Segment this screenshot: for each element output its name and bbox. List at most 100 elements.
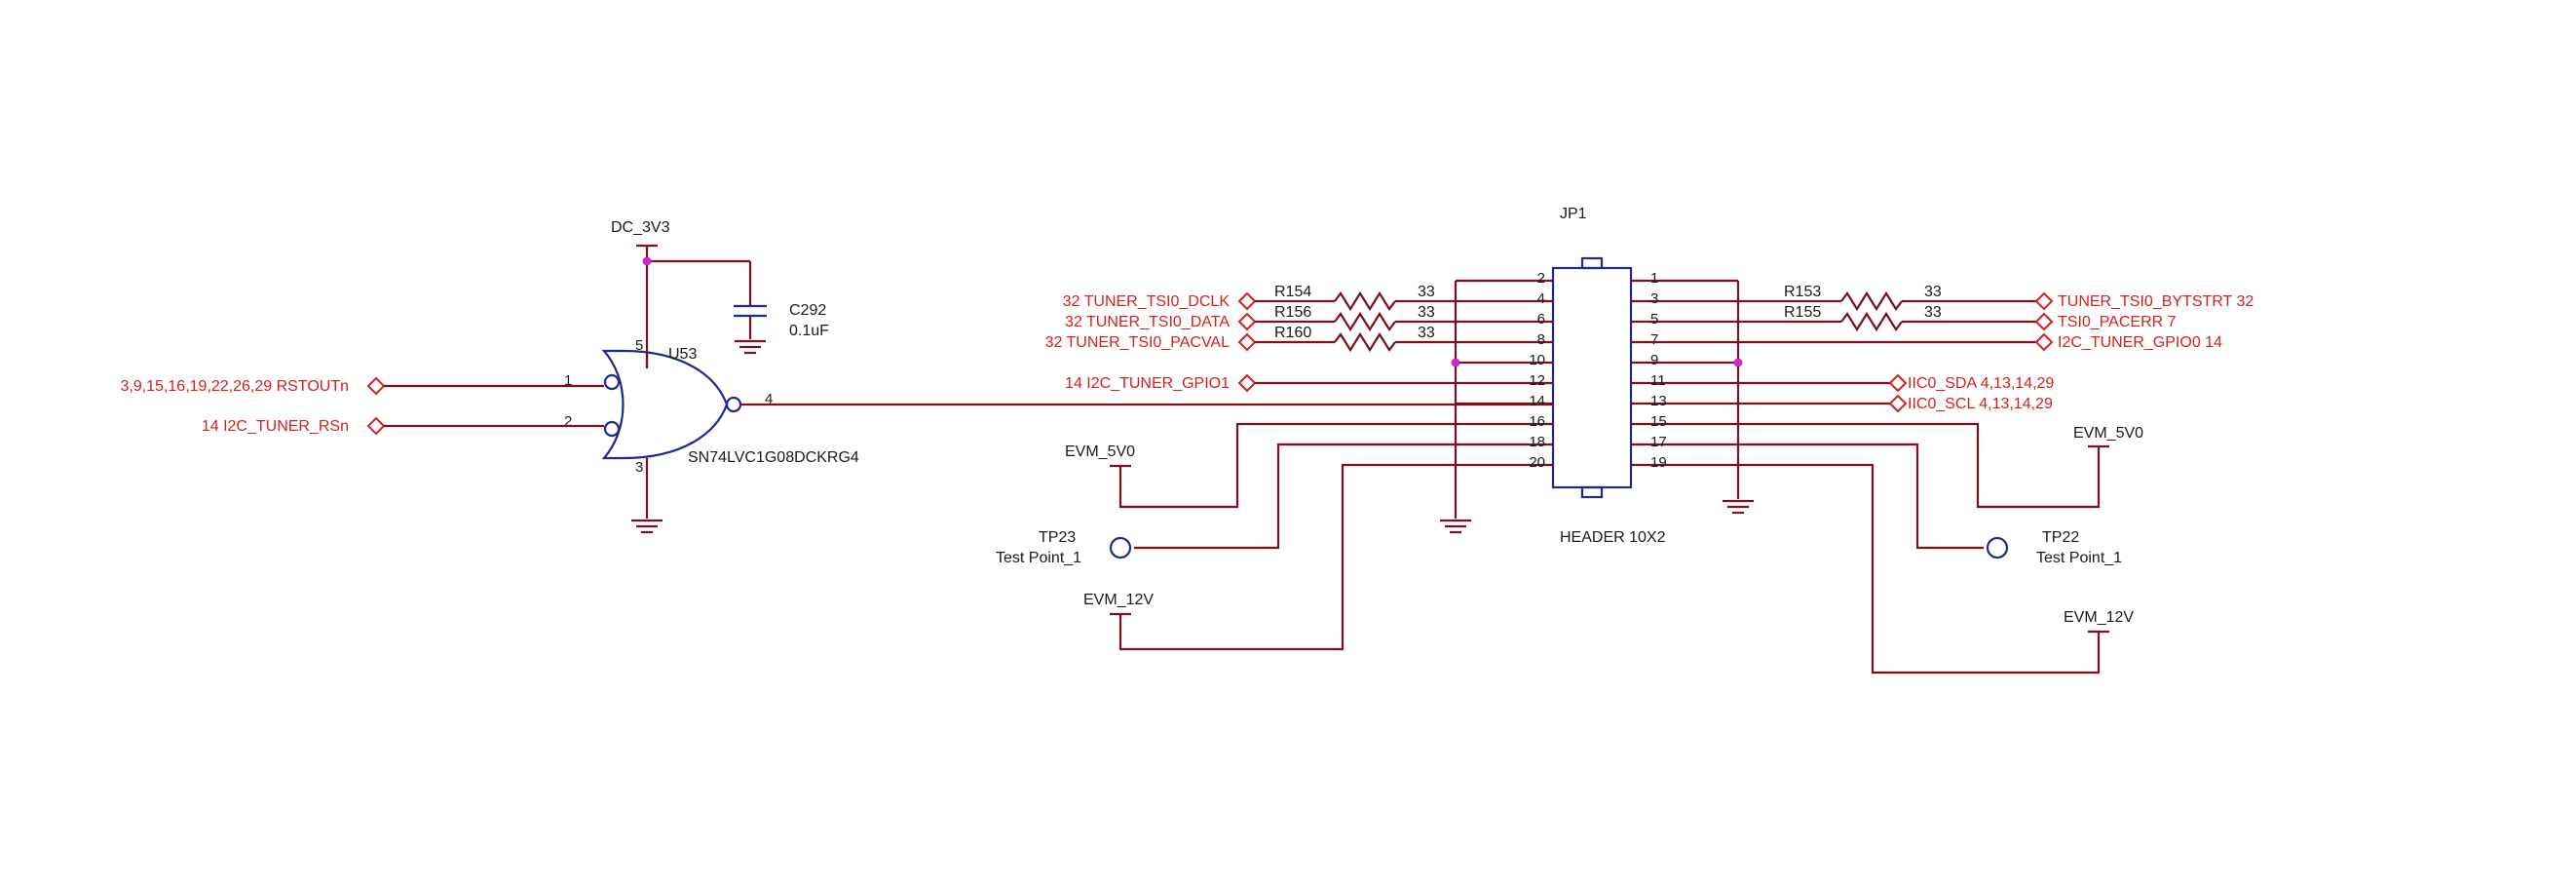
tsi0-data-port (1237, 312, 1257, 331)
jp1-body (1551, 266, 1633, 489)
r156-resistor (1334, 311, 1396, 332)
c292-value: 0.1uF (789, 323, 829, 339)
evm-5v0-right-label: EVM_5V0 (2073, 425, 2143, 442)
jp1-pin-6: 6 (1537, 311, 1545, 328)
tsi0-dclk-net-label: 32 TUNER_TSI0_DCLK (1063, 293, 1231, 310)
r160-resistor (1334, 331, 1396, 353)
jp1-pin-3: 3 (1650, 290, 1658, 307)
u53-input1-bubble (603, 373, 621, 391)
tp23-test-point (1109, 536, 1132, 559)
jp1-tab-bottom (1580, 485, 1604, 499)
jp1-pin-18: 18 (1529, 434, 1545, 450)
tsi0-pacerr-port (2034, 312, 2054, 331)
c292-capacitor-symbol (734, 304, 767, 318)
i2c-tuner-gpio0-net-label: I2C_TUNER_GPIO0 14 (2058, 334, 2222, 351)
r156-value: 33 (1418, 304, 1435, 321)
jp1-ref: JP1 (1560, 206, 1587, 222)
tsi0-pacval-port (1237, 332, 1257, 352)
r154-ref: R154 (1274, 284, 1311, 300)
tp22-test-point (1986, 536, 2009, 559)
evm-12v-left-wire (1118, 463, 1456, 651)
i2c-tuner-gpio0-port (2034, 332, 2054, 352)
jp1-part: HEADER 10X2 (1560, 529, 1666, 546)
jp1-pin-17: 17 (1650, 434, 1667, 450)
tp23-type: Test Point_1 (996, 550, 1081, 566)
jp1-pin-13: 13 (1650, 393, 1667, 409)
jp1-pin-9: 9 (1650, 352, 1658, 368)
i2c-tuner-rsn-net-label: 14 I2C_TUNER_RSn (202, 418, 349, 435)
r155-ref: R155 (1784, 304, 1821, 321)
jp1-pin-12: 12 (1529, 372, 1545, 389)
jp1-pin-1: 1 (1650, 270, 1658, 287)
r160-ref: R160 (1274, 325, 1311, 341)
u53-pin-5: 5 (635, 337, 643, 354)
junction-dot (1733, 358, 1743, 367)
r153-resistor (1840, 290, 1903, 312)
u53-pin-2: 2 (564, 413, 572, 430)
tp23-ref: TP23 (1039, 529, 1076, 546)
jp1-pin-11: 11 (1650, 372, 1666, 389)
u53-pin-3: 3 (635, 459, 643, 476)
u53-gate-body (601, 349, 729, 460)
i2c-tuner-rsn-port (366, 416, 386, 436)
r154-resistor (1334, 290, 1396, 312)
jp1-pin-16: 16 (1529, 413, 1545, 430)
jp1-pin-stubs (1456, 279, 1738, 467)
tsi0-data-net-label: 32 TUNER_TSI0_DATA (1065, 314, 1230, 330)
r153-value: 33 (1924, 284, 1942, 300)
tsi0-pacval-net-label: 32 TUNER_TSI0_PACVAL (1045, 334, 1231, 351)
jp1-pin-2: 2 (1537, 270, 1545, 287)
r154-value: 33 (1418, 284, 1435, 300)
jp1-pin-20: 20 (1529, 454, 1545, 471)
jp1-pin-5: 5 (1650, 311, 1658, 328)
evm-12v-right-wire (1738, 463, 2101, 675)
evm-12v-right-label: EVM_12V (2064, 609, 2134, 626)
tsi0-bytstrt-net-label: TUNER_TSI0_BYTSTRT 32 (2058, 293, 2254, 310)
r153-ref: R153 (1784, 284, 1821, 300)
jp1-pin-19: 19 (1650, 454, 1667, 471)
u53-input2-bubble (603, 420, 621, 438)
i2c-tuner-gpio1-net-label: 14 I2C_TUNER_GPIO1 (1065, 375, 1230, 392)
ic0-sda-port (1888, 373, 1908, 393)
tsi0-pacerr-net-label: TSI0_PACERR 7 (2058, 314, 2177, 330)
r156-ref: R156 (1274, 304, 1311, 321)
jp1-tab-top (1580, 256, 1604, 270)
tsi0-bytstrt-port (2034, 291, 2054, 311)
u53-pin-4: 4 (765, 391, 773, 407)
evm-5v0-left-label: EVM_5V0 (1065, 444, 1135, 460)
c292-ground-symbol (735, 339, 766, 355)
jp1-pin-8: 8 (1537, 331, 1545, 348)
evm-5v0-left-wire (1118, 422, 1456, 509)
jp1-right-ground-symbol (1723, 499, 1754, 515)
i2c-tuner-gpio1-port (1237, 373, 1257, 393)
ic0-scl-port (1888, 394, 1908, 413)
junction-dot (642, 256, 652, 266)
jp1-pin-15: 15 (1650, 413, 1667, 430)
jp1-pin-10: 10 (1529, 352, 1545, 368)
tp22-ref: TP22 (2042, 529, 2079, 546)
tsi0-dclk-port (1237, 291, 1257, 311)
evm-5v0-right-wire (1738, 422, 2101, 509)
jp1-pin-7: 7 (1650, 331, 1658, 348)
r160-value: 33 (1418, 325, 1435, 341)
evm-12v-left-label: EVM_12V (1083, 592, 1154, 608)
ic0-scl-net-label: IIC0_SCL 4,13,14,29 (1908, 396, 2053, 412)
jp1-pin-4: 4 (1537, 290, 1545, 307)
tp22-wire (1738, 443, 1984, 550)
u53-ref: U53 (668, 346, 697, 363)
jp1-left-ground-symbol (1440, 519, 1471, 534)
rstoutn-net-label: 3,9,15,16,19,22,26,29 RSTOUTn (120, 378, 349, 395)
u53-part: SN74LVC1G08DCKRG4 (688, 449, 859, 466)
u53-pin-1: 1 (564, 372, 572, 389)
dc-3v3-label: DC_3V3 (611, 219, 670, 236)
u53-ground-symbol (631, 519, 663, 534)
jp1-pin-14: 14 (1529, 393, 1545, 409)
ic0-sda-net-label: IIC0_SDA 4,13,14,29 (1908, 375, 2054, 392)
r155-resistor (1840, 311, 1903, 332)
rstoutn-port (366, 376, 386, 396)
r155-value: 33 (1924, 304, 1942, 321)
junction-dot (1451, 358, 1460, 367)
c292-ref: C292 (789, 302, 826, 319)
tp22-type: Test Point_1 (2036, 550, 2122, 566)
